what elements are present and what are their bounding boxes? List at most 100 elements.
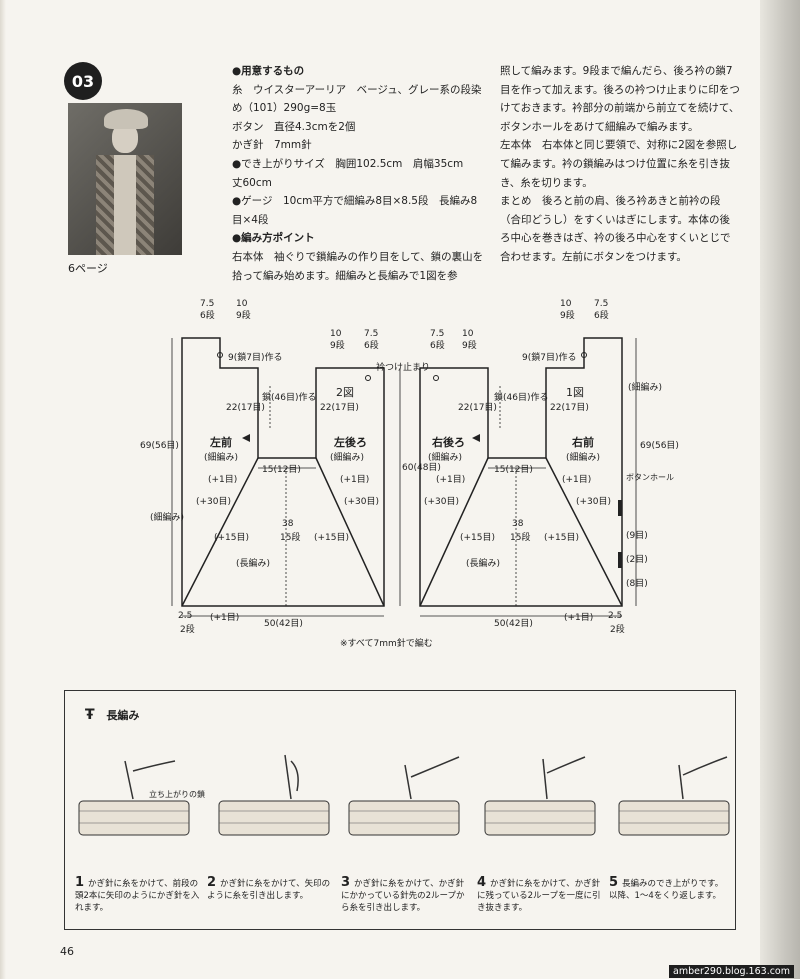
photo-page-reference: 6ページ bbox=[68, 262, 108, 275]
fabric-swatch-3 bbox=[348, 800, 460, 836]
knitting-points-heading: ●編み方ポイント bbox=[232, 232, 315, 245]
dim-label: 10 bbox=[236, 299, 248, 309]
left-front-diagonal bbox=[181, 457, 259, 607]
model-photo bbox=[68, 103, 182, 255]
right-body-instructions: 右本体 袖ぐりで鎖編みの作り目をして、鎖の裏山を拾って編み始めます。細編みと長編… bbox=[232, 250, 484, 282]
left-front-label: 左前 bbox=[209, 435, 232, 449]
pattern-number-badge: 03 bbox=[64, 62, 102, 100]
dim-label: 6段 bbox=[430, 339, 445, 351]
stitch-label: (細編み) bbox=[428, 451, 462, 463]
increase-label: (+1目) bbox=[564, 612, 593, 623]
chain-label: 鎖(46目)作る bbox=[262, 391, 316, 403]
right-back-diagonal bbox=[419, 457, 489, 607]
height-label: 69(56目) bbox=[640, 440, 679, 451]
dim-label: 15段 bbox=[510, 531, 530, 543]
chain-label: 鎖(46目)作る bbox=[494, 391, 548, 403]
materials-column: ●用意するもの 糸 ウイスターアーリア ベージュ、グレー系の段染め（101）29… bbox=[232, 62, 484, 285]
fabric-swatch-1 bbox=[78, 800, 190, 836]
double-crochet-tutorial: Ŧ 長編み 立ち上がりの鎖3目 bbox=[64, 690, 736, 930]
width-label: 50(42目) bbox=[494, 618, 533, 629]
increase-label: (+1目) bbox=[436, 474, 465, 485]
stitch-label: (長編み) bbox=[466, 557, 500, 569]
left-back-diagonal bbox=[315, 457, 385, 607]
schematic-diagram: 7.5 6段 10 9段 9(鎖7目)作る 鎖(46目)作る 22(17目) 2… bbox=[140, 299, 679, 649]
stitch-label: (細編み) bbox=[204, 451, 238, 463]
increase-label: (+15目) bbox=[214, 532, 249, 543]
dim-label: 15(12目) bbox=[262, 464, 301, 475]
buttonhole-label: ボタンホール bbox=[626, 473, 674, 482]
dim-label: 7.5 bbox=[200, 299, 214, 309]
hook-icon bbox=[404, 764, 412, 800]
dim-label: 15段 bbox=[280, 531, 300, 543]
page-binding-edge bbox=[0, 0, 6, 979]
dim-label: 38 bbox=[282, 519, 294, 529]
button-spec: ボタン 直径4.3cmを2個 bbox=[232, 120, 356, 133]
instruction-paragraph-1: 照して編みます。9段まで編んだら、後ろ衿の鎖7目を作って加えます。後ろの衿つけ止… bbox=[500, 65, 740, 133]
source-url: amber290.blog.163.com bbox=[669, 965, 794, 978]
stitch-label: (細編み) bbox=[566, 451, 600, 463]
dim-label: 10 bbox=[560, 299, 572, 309]
right-front-label: 右前 bbox=[571, 435, 594, 449]
increase-label: (+15目) bbox=[314, 532, 349, 543]
dim-label: 38 bbox=[512, 519, 524, 529]
dim-label: 10 bbox=[462, 329, 474, 339]
dim-label: 7.5 bbox=[364, 329, 378, 339]
dim-label: 2段 bbox=[610, 623, 625, 635]
dim-label: 9段 bbox=[236, 309, 251, 321]
dim-label: 2段 bbox=[180, 623, 195, 635]
increase-label: (+15目) bbox=[544, 532, 579, 543]
height-label: 69(56目) bbox=[140, 440, 179, 451]
dim-label: 6段 bbox=[200, 309, 215, 321]
increase-label: (+1目) bbox=[562, 474, 591, 485]
increase-label: (+1目) bbox=[340, 474, 369, 485]
right-panel-outline bbox=[419, 337, 623, 607]
dim-label: (9目) bbox=[626, 530, 648, 541]
tutorial-title: Ŧ 長編み bbox=[85, 707, 140, 723]
fabric-swatch-5 bbox=[618, 800, 730, 836]
right-front-diagonal bbox=[545, 457, 623, 607]
width-label: 50(42目) bbox=[264, 618, 303, 629]
instruction-paragraph-3: まとめ 後ろと前の肩、後ろ衿あきと前衿の段（合印どうし）をすくいはぎにします。本… bbox=[500, 195, 731, 263]
right-back-label: 右後ろ bbox=[431, 435, 465, 449]
increase-label: (+1目) bbox=[210, 612, 239, 623]
double-crochet-symbol-icon: Ŧ bbox=[85, 707, 95, 723]
figure-2-label: 2図 bbox=[336, 386, 354, 399]
dim-label: (2目) bbox=[626, 554, 648, 565]
increase-label: (+30目) bbox=[196, 496, 231, 507]
dim-label: (8目) bbox=[626, 578, 648, 589]
dim-label: 7.5 bbox=[594, 299, 608, 309]
hook-icon bbox=[284, 754, 292, 800]
hook-icon bbox=[678, 764, 684, 800]
dim-label: 22(17目) bbox=[550, 402, 589, 413]
stitch-label: (細編み) bbox=[628, 381, 662, 393]
dim-label: 22(17目) bbox=[458, 402, 497, 413]
dim-label: 10 bbox=[330, 329, 342, 339]
dim-label: 2.5 bbox=[178, 611, 192, 621]
left-back-label: 左後ろ bbox=[333, 435, 367, 449]
increase-label: (+30目) bbox=[576, 496, 611, 507]
instruction-paragraph-2: 左本体 右本体と同じ要領で、対称に2図を参照して編みます。衿の鎖編みはつけ位置に… bbox=[500, 139, 738, 189]
dim-label: 22(17目) bbox=[320, 402, 359, 413]
collar-stop-label: 衿つけ止まり bbox=[376, 361, 430, 373]
fabric-swatch-4 bbox=[484, 800, 596, 836]
dim-label: 7.5 bbox=[430, 329, 444, 339]
increase-label: (+15目) bbox=[460, 532, 495, 543]
dim-label: 22(17目) bbox=[226, 402, 265, 413]
hook-spec: かぎ針 7mm針 bbox=[232, 139, 312, 152]
stitch-label: (細編み) bbox=[150, 511, 184, 523]
hook-icon bbox=[542, 758, 548, 800]
yarn-strand bbox=[132, 760, 176, 772]
yarn-spec: 糸 ウイスターアーリア ベージュ、グレー系の段染め（101）290g=8玉 bbox=[232, 83, 482, 115]
dim-label: 15(12目) bbox=[494, 464, 533, 475]
dim-label: 9段 bbox=[560, 309, 575, 321]
height-label: 60(48目) bbox=[402, 462, 441, 473]
finished-size: ●でき上がりサイズ 胸囲102.5cm 肩幅35cm 丈60cm bbox=[232, 157, 474, 189]
gauge-spec: ●ゲージ 10cm平方で細編み8目×8.5段 長編み8目×4段 bbox=[232, 195, 478, 226]
instructions-column: 照して編みます。9段まで編んだら、後ろ衿の鎖7目を作って加えます。後ろの衿つけ止… bbox=[500, 62, 740, 267]
increase-label: (+30目) bbox=[424, 496, 459, 507]
collar-chain-label: 9(鎖7目)作る bbox=[522, 351, 576, 363]
